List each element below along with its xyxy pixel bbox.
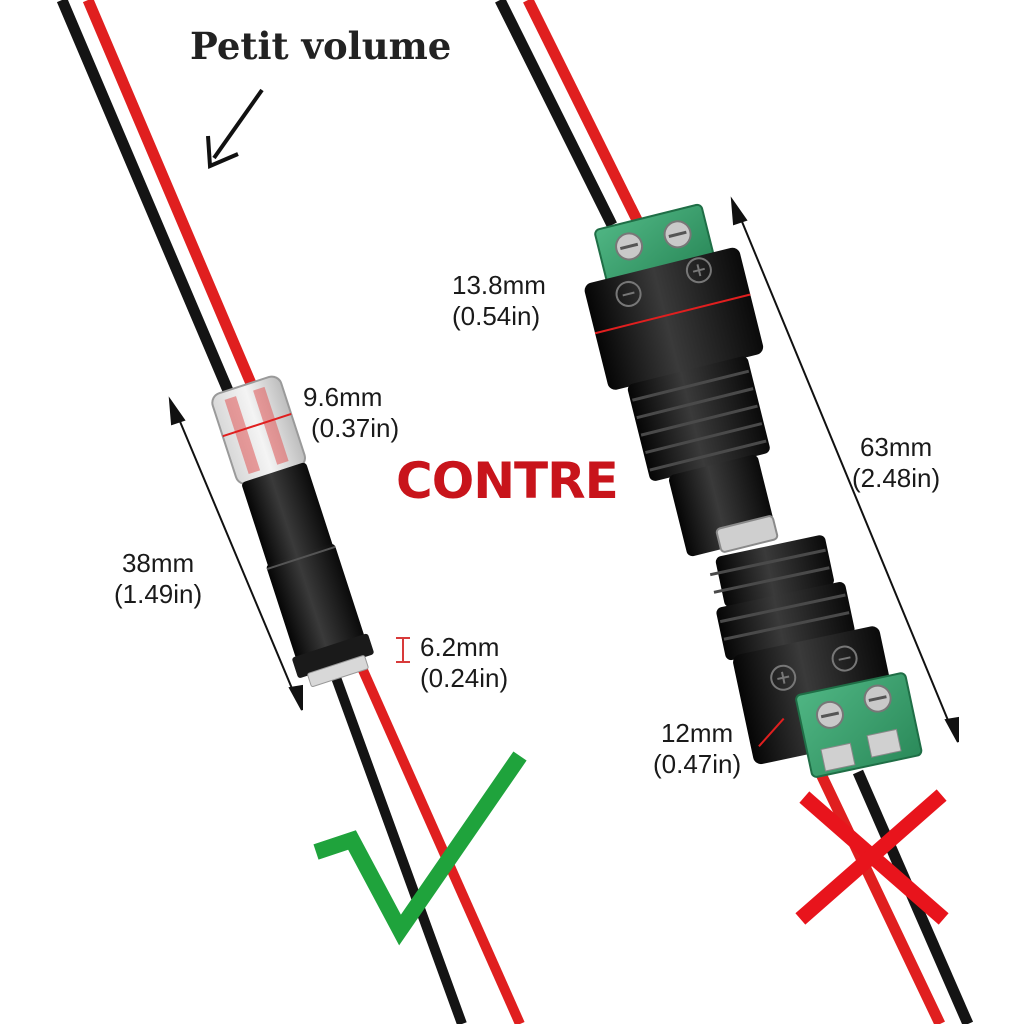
small-length-mm: 38mm bbox=[121, 548, 195, 578]
left-wires bbox=[56, 0, 525, 1024]
small-width-mm: 9.6mm bbox=[303, 382, 383, 412]
large-length-in: (2.48in) bbox=[852, 463, 941, 493]
small-thickness-mm: 6.2mm bbox=[420, 632, 500, 662]
small-connector bbox=[211, 375, 374, 687]
large-top-width-in: (0.54in) bbox=[452, 301, 541, 331]
large-bottom-width-in: (0.47in) bbox=[653, 749, 742, 779]
small-length-in: (1.49in) bbox=[114, 579, 203, 609]
large-top-width-mm: 13.8mm bbox=[452, 270, 546, 300]
large-bottom-width-label: 12mm (0.47in) bbox=[653, 718, 741, 780]
caption-petit-volume: Petit volume bbox=[190, 24, 452, 68]
cross-icon bbox=[795, 789, 949, 925]
arrow-icon bbox=[206, 88, 264, 169]
small-length-label: 38mm (1.49in) bbox=[114, 548, 202, 610]
comparison-word: CONTRE bbox=[396, 452, 619, 510]
small-width-in: (0.37in) bbox=[311, 413, 400, 443]
large-length-mm: 63mm bbox=[859, 432, 933, 462]
small-thickness-label: 6.2mm (0.24in) bbox=[420, 632, 508, 694]
large-top-width-label: 13.8mm (0.54in) bbox=[452, 270, 546, 332]
large-connector bbox=[584, 203, 923, 778]
dimension-length-small bbox=[168, 396, 303, 711]
large-length-label: 63mm (2.48in) bbox=[852, 432, 940, 494]
large-bottom-width-mm: 12mm bbox=[660, 718, 734, 748]
dimension-thickness-small bbox=[396, 637, 410, 663]
small-width-label: 9.6mm (0.37in) bbox=[303, 382, 399, 444]
small-thickness-in: (0.24in) bbox=[420, 663, 509, 693]
dimension-length-large bbox=[730, 196, 959, 743]
check-icon bbox=[313, 751, 527, 946]
